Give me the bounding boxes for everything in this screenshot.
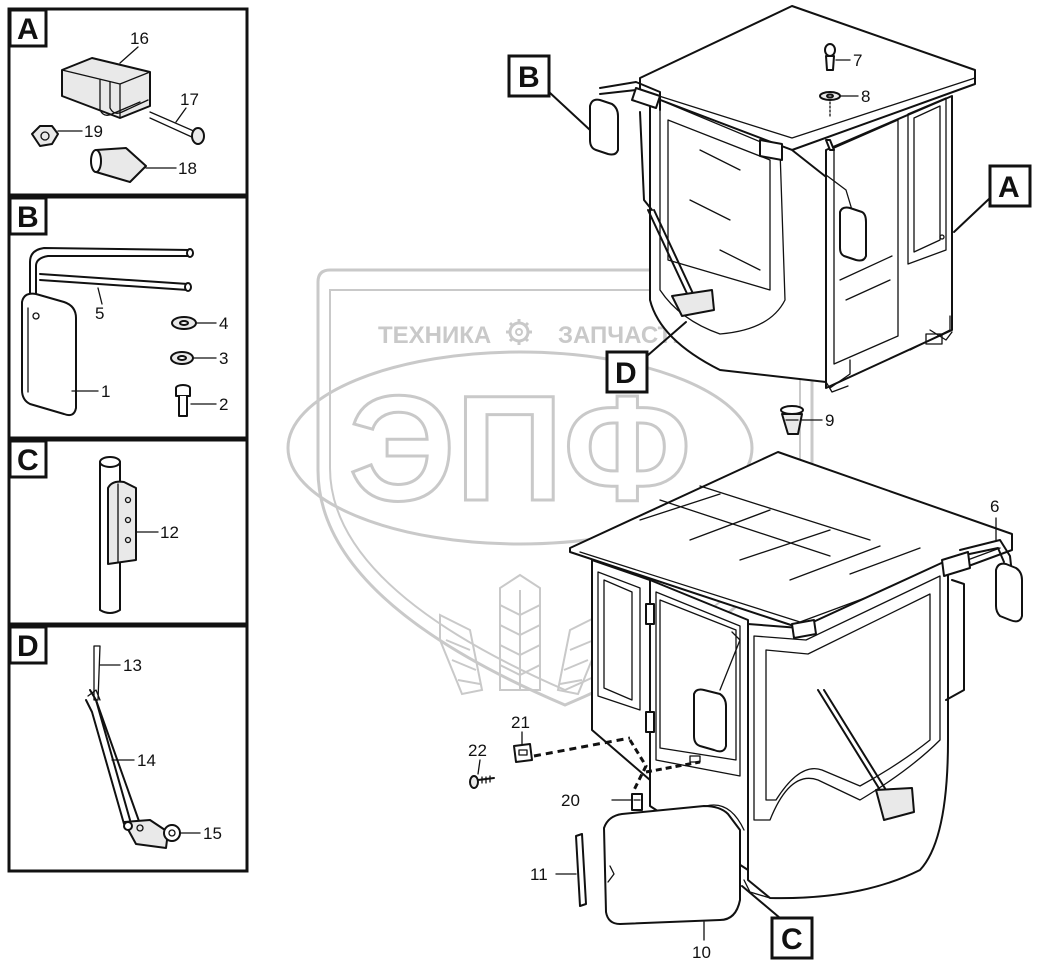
part-label-12: 12 [160, 523, 179, 542]
part-label-22: 22 [468, 741, 487, 760]
panel-a-letter: A [17, 13, 39, 46]
part-label-4: 4 [219, 314, 228, 333]
mirror-arm-part [29, 247, 194, 307]
panel-a: A 16 17 19 18 [7, 7, 249, 197]
grommet-9 [780, 405, 804, 435]
screw-part [175, 384, 191, 417]
panel-d-letter: D [17, 630, 39, 663]
panel-c-letter: C [17, 444, 39, 477]
part-label-10: 10 [692, 943, 711, 962]
part-label-20: 20 [561, 791, 580, 810]
watermark-line1: ТЕХНИКА [378, 322, 491, 349]
callout-d: D [605, 321, 687, 394]
mirror-part [21, 292, 77, 417]
rod-11 [575, 833, 587, 907]
callout-b: B [507, 54, 591, 131]
part-label-17: 17 [180, 90, 199, 109]
part-label-21: 21 [511, 713, 530, 732]
part-label-2: 2 [219, 395, 228, 414]
washer-part [171, 316, 197, 330]
nut-part [31, 125, 59, 147]
plug-7 [824, 43, 836, 71]
part-label-19: 19 [84, 122, 103, 141]
part-label-6: 6 [990, 497, 999, 516]
part-label-8: 8 [861, 87, 870, 106]
panel-b: B 5 1 4 3 [7, 195, 249, 440]
svg-text:C: C [781, 923, 803, 956]
screw-22 [469, 775, 495, 789]
panel-b-letter: B [17, 201, 39, 234]
door-panel-10 [603, 804, 745, 925]
svg-text:A: A [998, 171, 1020, 204]
part-label-11: 11 [530, 865, 548, 884]
upper-cab [589, 5, 976, 393]
callout-a: A [953, 164, 1032, 233]
part-label-16: 16 [130, 29, 149, 48]
svg-text:D: D [615, 357, 637, 390]
lower-cab [569, 451, 1023, 900]
bolt-part [149, 111, 205, 145]
part-label-7: 7 [853, 51, 862, 70]
part-label-18: 18 [178, 159, 197, 178]
hinge-part [99, 456, 137, 614]
svg-text:B: B [518, 61, 540, 94]
panel-d: D 13 14 15 [7, 624, 249, 873]
part-label-14: 14 [137, 751, 156, 770]
bracket-part [61, 57, 151, 119]
gear-icon [506, 319, 532, 345]
part-label-9: 9 [825, 411, 834, 430]
clip-20 [631, 793, 643, 811]
part-label-15: 15 [203, 824, 222, 843]
part-label-1: 1 [101, 382, 110, 401]
lock-washer-part [170, 351, 194, 365]
part-label-3: 3 [219, 349, 228, 368]
part-label-13: 13 [123, 656, 142, 675]
panel-c: C 12 [7, 438, 249, 626]
latch-21 [513, 743, 533, 763]
callout-c: C [741, 885, 814, 960]
plug-part [90, 147, 147, 183]
part-label-5: 5 [95, 304, 104, 323]
